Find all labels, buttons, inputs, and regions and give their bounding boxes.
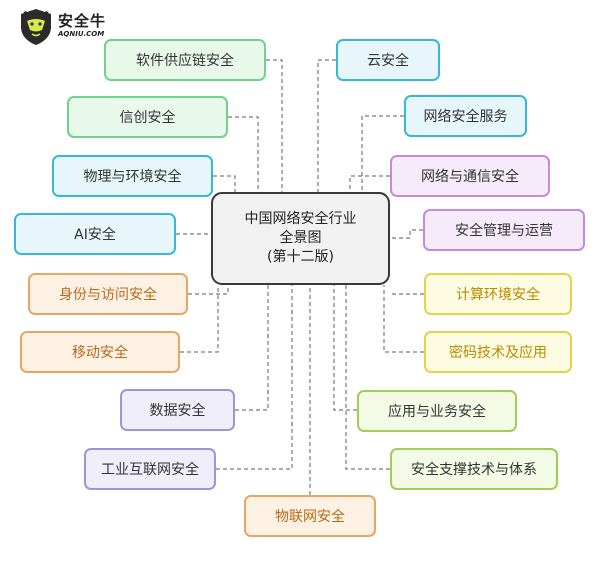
center-title-line2: 全景图 <box>279 230 322 246</box>
connector <box>361 115 404 192</box>
connector <box>188 285 229 295</box>
category-node: 计算环境安全 <box>424 273 572 315</box>
connector <box>317 59 336 192</box>
connector <box>180 285 219 353</box>
connector <box>345 285 390 470</box>
bull-shield-icon <box>21 9 51 45</box>
category-node: 物联网安全 <box>244 495 376 537</box>
category-node: 物理与环境安全 <box>52 155 213 197</box>
category-node: 云安全 <box>336 39 440 81</box>
category-node: 软件供应链安全 <box>104 39 266 81</box>
category-node: 应用与业务安全 <box>357 390 517 432</box>
category-node: 安全支撑技术与体系 <box>390 448 558 490</box>
connector <box>216 285 293 470</box>
category-node: 移动安全 <box>20 331 180 373</box>
connector <box>228 116 259 192</box>
category-node: 身份与访问安全 <box>28 273 188 315</box>
center-title-box: 中国网络安全行业 全景图 (第十二版) <box>211 192 390 285</box>
logo-domain: AQNIU.COM <box>58 30 105 38</box>
category-node: 数据安全 <box>120 389 235 431</box>
category-node: 信创安全 <box>67 96 228 138</box>
connector <box>333 285 357 411</box>
category-node: AI安全 <box>14 213 176 255</box>
category-node: 密码技术及应用 <box>424 331 572 373</box>
category-node: 网络与通信安全 <box>390 155 550 197</box>
category-node: 工业互联网安全 <box>84 448 216 490</box>
category-node: 网络安全服务 <box>404 95 527 137</box>
connector <box>390 229 423 239</box>
center-title-line1: 中国网络安全行业 <box>244 211 357 227</box>
connector <box>349 175 390 192</box>
connector <box>213 175 236 198</box>
aqniu-logo: 安全牛 AQNIU.COM <box>18 8 128 48</box>
connector <box>383 285 424 353</box>
category-node: 安全管理与运营 <box>423 209 585 251</box>
logo-name: 安全牛 <box>58 12 107 30</box>
connector <box>266 59 283 192</box>
center-title-line3: (第十二版) <box>267 249 334 265</box>
connector <box>235 285 269 411</box>
